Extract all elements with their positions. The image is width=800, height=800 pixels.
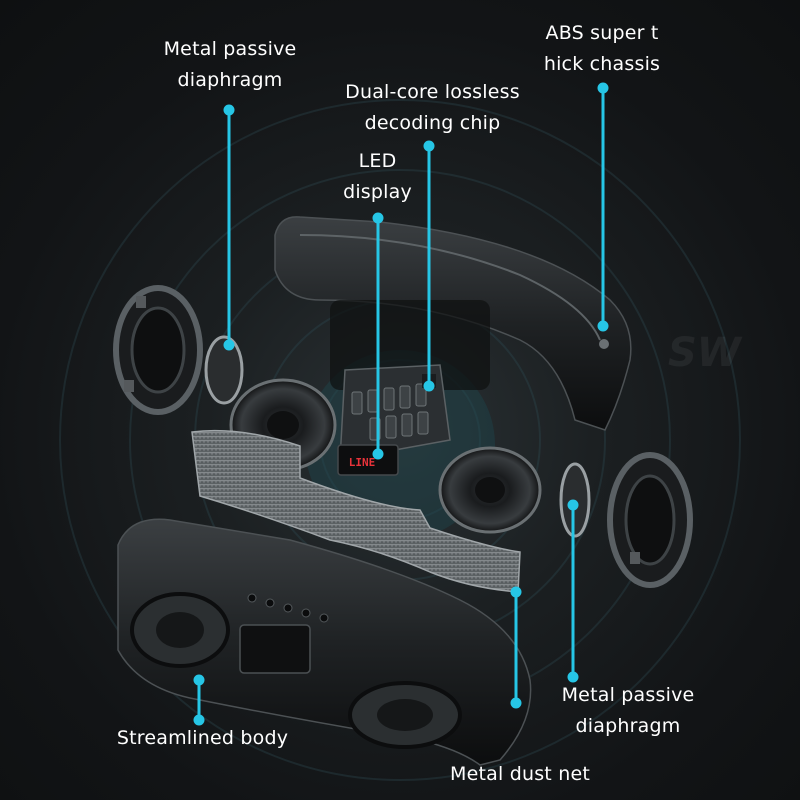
label-abs-chassis: ABS super t hick chassis [532,18,672,80]
label-line: hick chassis [543,53,661,75]
led-display-text: LINE [349,456,376,469]
right-end-cap [607,452,693,588]
label-line: ABS super t [545,22,659,44]
label-line: diaphragm [177,69,283,91]
label-line: diaphragm [575,715,681,737]
label-metal-dust-net: Metal dust net [440,759,600,790]
label-metal-passive-bottom: Metal passive diaphragm [548,680,708,742]
label-line: display [343,181,412,203]
passive-diaphragm-left [204,335,244,405]
bottom-body-part [117,518,532,766]
label-led-display: LED display [330,146,425,208]
leader-lines [193,82,609,726]
label-line: Streamlined body [116,727,289,749]
label-line: decoding chip [364,112,501,134]
watermark-text: SW [668,330,741,376]
dust-net-part [191,429,521,593]
label-streamlined-body: Streamlined body [110,723,295,754]
label-dual-core-chip: Dual-core lossless decoding chip [325,77,540,139]
label-metal-passive-top: Metal passive diaphragm [150,34,310,96]
top-chassis-part [274,216,632,431]
label-line: Metal passive [561,684,695,706]
label-line: Metal dust net [450,763,590,785]
label-line: Metal passive [163,38,297,60]
label-line: Dual-core lossless [345,81,520,103]
right-driver [438,446,542,534]
left-end-cap [113,285,203,415]
label-line: LED [358,150,397,172]
